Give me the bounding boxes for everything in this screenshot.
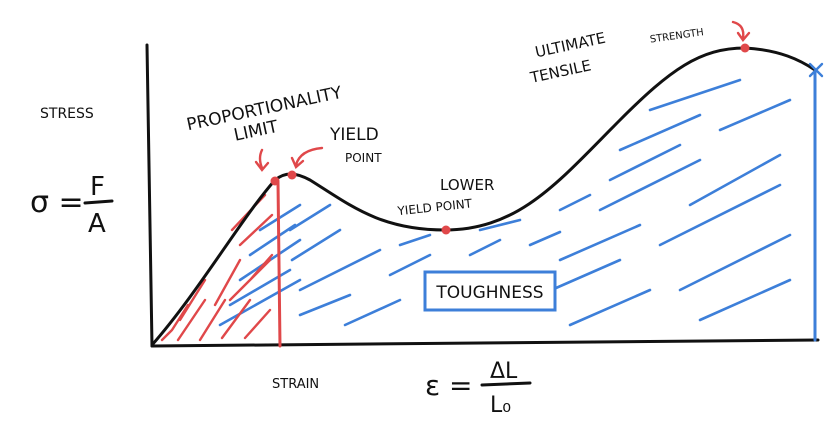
yield-arrow [290, 146, 324, 169]
toughness-label: TOUGHNESS [435, 283, 543, 303]
elastic-hatching [160, 193, 274, 342]
uts-label-1: ULTIMATE [533, 29, 607, 61]
lower-yield-point [441, 225, 451, 235]
uts-label-3: STRENGTH [649, 27, 704, 45]
y-axis [145, 43, 154, 348]
yield-label-2: POINT [345, 151, 382, 165]
strain-formula-denominator: L₀ [490, 393, 511, 418]
uts-arrow [731, 20, 751, 42]
y-axis-label: STRESS [40, 106, 94, 122]
uts-point [740, 43, 750, 53]
lower-yield-label-1: LOWER [440, 176, 494, 194]
toughness-box [423, 270, 557, 312]
strain-formula-lhs: ε = [425, 369, 473, 402]
x-axis-label: STRAIN [272, 377, 319, 392]
stress-formula-lhs: σ = [30, 185, 84, 220]
yield-label-1: YIELD [329, 125, 379, 145]
proportionality-point [270, 176, 280, 186]
proportionality-arrow [254, 148, 270, 172]
stress-fraction-bar [83, 199, 114, 205]
proportionality-line [276, 180, 282, 348]
yield-point [287, 170, 297, 180]
strain-fraction-bar [480, 381, 532, 387]
stress-formula-denominator: A [88, 209, 106, 239]
x-axis [150, 338, 820, 348]
strain-formula-numerator: ΔL [490, 359, 518, 384]
fracture-x-icon [808, 62, 824, 78]
stress-formula-numerator: F [90, 172, 105, 202]
lower-yield-label-2: YIELD POINT [396, 196, 473, 218]
